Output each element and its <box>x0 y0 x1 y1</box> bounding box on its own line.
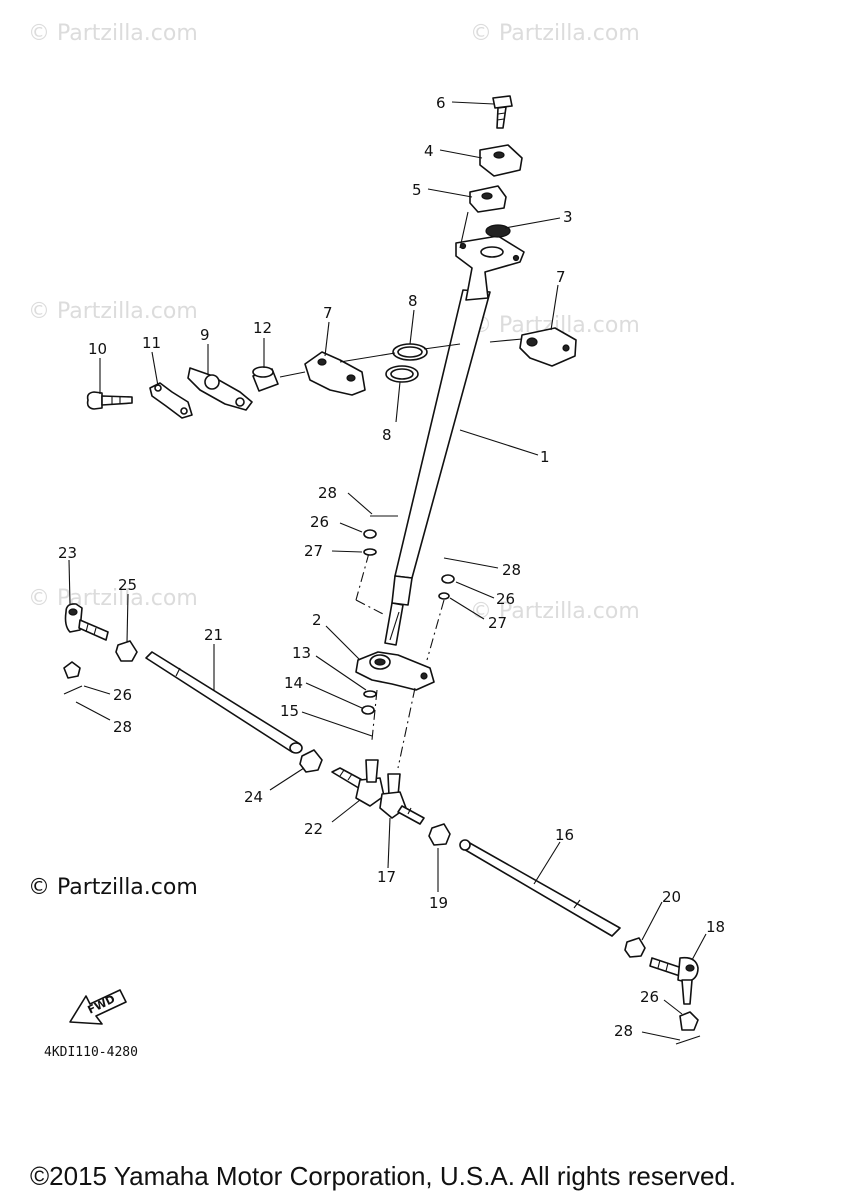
bolt-10-part <box>86 391 133 410</box>
callout-7-left: 7 <box>323 304 333 322</box>
nut-25-part <box>115 640 138 662</box>
diagram-code: 4KDI110-4280 <box>44 1045 138 1060</box>
cap-3-part <box>485 224 511 238</box>
nut-19-part <box>428 823 451 846</box>
callout-12: 12 <box>253 319 272 337</box>
watermark-lower-left: © Partzilla.com <box>28 586 198 611</box>
bracket-7-left-part <box>304 351 366 396</box>
collar-12-part <box>252 366 279 392</box>
callout-25: 25 <box>118 576 137 594</box>
callout-19: 19 <box>429 894 448 912</box>
callout-18: 18 <box>706 918 725 936</box>
fwd-arrow-icon: FWD <box>69 989 127 1025</box>
clamp-4-part <box>479 144 523 177</box>
callout-26-upper: 26 <box>310 513 329 531</box>
callout-5: 5 <box>412 181 422 199</box>
callout-3: 3 <box>563 208 573 226</box>
plate-9-part <box>187 367 253 411</box>
tie-rod-16-part <box>459 839 621 937</box>
callout-27-upper: 27 <box>304 542 323 560</box>
nut-24-part <box>299 749 323 773</box>
callout-8-top: 8 <box>408 292 418 310</box>
callout-13: 13 <box>292 644 311 662</box>
callout-20: 20 <box>662 888 681 906</box>
knuckle-17-part <box>379 773 425 825</box>
callout-17: 17 <box>377 868 396 886</box>
arm-hardware-parts <box>361 515 467 715</box>
callout-6: 6 <box>436 94 446 112</box>
nut-20-part <box>624 937 646 958</box>
steering-column-part <box>384 235 525 646</box>
callout-9: 9 <box>200 326 210 344</box>
callout-7-right: 7 <box>556 268 566 286</box>
callout-8-bottom: 8 <box>382 426 392 444</box>
callout-28-left: 28 <box>113 718 132 736</box>
watermark-group: © Partzilla.com © Partzilla.com © Partzi… <box>28 21 640 624</box>
watermark-mid-left: © Partzilla.com <box>28 299 198 324</box>
lock-washer-11-part <box>149 382 193 419</box>
knuckle-22-part <box>331 759 385 807</box>
watermark-lower-right: © Partzilla.com <box>470 599 640 624</box>
callout-23: 23 <box>58 544 77 562</box>
tie-rod-end-23-part <box>64 603 109 641</box>
pitman-arm-2-part <box>355 651 435 691</box>
bushing-5-part <box>469 185 507 213</box>
callout-21: 21 <box>204 626 223 644</box>
callout-26-mid: 26 <box>496 590 515 608</box>
callout-2: 2 <box>312 611 322 629</box>
leader-lines <box>68 101 707 1041</box>
callout-26-left: 26 <box>113 686 132 704</box>
callout-28-mid: 28 <box>502 561 521 579</box>
callout-11: 11 <box>142 334 161 352</box>
copyright-notice: ©2015 Yamaha Motor Corporation, U.S.A. A… <box>30 1161 736 1191</box>
nut-26-right-part <box>675 1011 701 1045</box>
ring-8-parts <box>385 343 428 383</box>
tie-rod-21-part <box>145 651 303 754</box>
callout-1: 1 <box>540 448 550 466</box>
partzilla-watermark: © Partzilla.com <box>28 875 198 900</box>
callout-labels: 6 4 5 3 7 7 8 8 9 12 11 10 1 28 26 27 28… <box>58 94 725 1040</box>
callout-28-upper: 28 <box>318 484 337 502</box>
callout-10: 10 <box>88 340 107 358</box>
watermark-top-left: © Partzilla.com <box>28 21 198 46</box>
callout-14: 14 <box>284 674 303 692</box>
callout-24: 24 <box>244 788 263 806</box>
clamp-7-right-part <box>519 327 577 367</box>
bolt-6-part <box>492 95 513 129</box>
callout-16: 16 <box>555 826 574 844</box>
callout-15: 15 <box>280 702 299 720</box>
callout-4: 4 <box>424 142 434 160</box>
watermark-top-right: © Partzilla.com <box>470 21 640 46</box>
nut-26-left-part <box>63 661 83 695</box>
callout-22: 22 <box>304 820 323 838</box>
callout-28-right: 28 <box>614 1022 633 1040</box>
tie-rod-end-18-part <box>649 956 699 1005</box>
callout-27-mid: 27 <box>488 614 507 632</box>
callout-26-right: 26 <box>640 988 659 1006</box>
